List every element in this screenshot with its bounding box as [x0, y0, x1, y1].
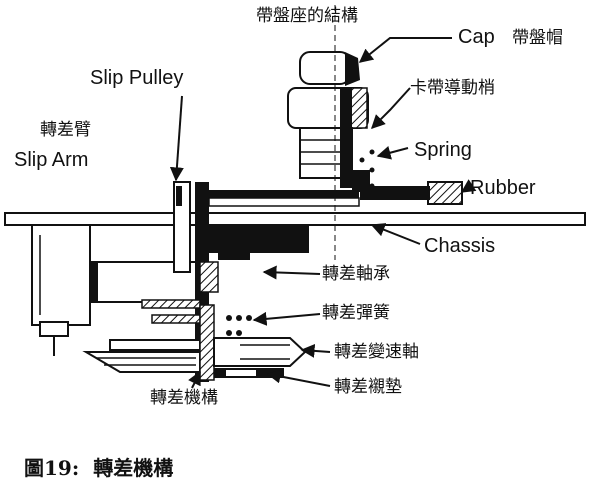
slip-spring-label: 轉差彈簧: [322, 303, 390, 323]
shaft-label: 轉差變速軸: [334, 342, 419, 362]
pin-label: 卡帶導動梢: [410, 78, 495, 98]
washer-label: 轉差襯墊: [334, 377, 402, 397]
cap-label: Cap: [458, 26, 495, 48]
cap-seat-label: 帶盤座的結構: [256, 6, 358, 26]
slip-pulley-label: Slip Pulley: [90, 67, 184, 89]
spring-label: Spring: [414, 139, 472, 161]
rubber-label: Rubber: [470, 177, 536, 199]
reel-seat: [287, 5, 370, 260]
figure-number: 圖19:: [24, 456, 80, 480]
pulley-stack: [82, 299, 215, 381]
mechanism-label: 轉差機構: [150, 388, 218, 408]
slip-spring-coil: [226, 315, 252, 336]
cap-zh-label: 帶盤帽: [512, 28, 563, 48]
bearing-label: 轉差軸承: [322, 264, 390, 284]
slip-arm-label: Slip Arm: [14, 149, 89, 171]
shift-pulley: [213, 337, 307, 378]
figure-caption: 圖19: 轉差機構: [24, 452, 187, 481]
slip-arm-zh-label: 轉差臂: [40, 120, 91, 140]
chassis-label: Chassis: [424, 235, 496, 257]
slip-pulley-bracket: [173, 181, 191, 273]
figure-title: 轉差機構: [93, 456, 174, 480]
chassis-plate: [4, 212, 586, 226]
rubber-pad: [360, 181, 463, 205]
leader-lines: [169, 37, 477, 389]
